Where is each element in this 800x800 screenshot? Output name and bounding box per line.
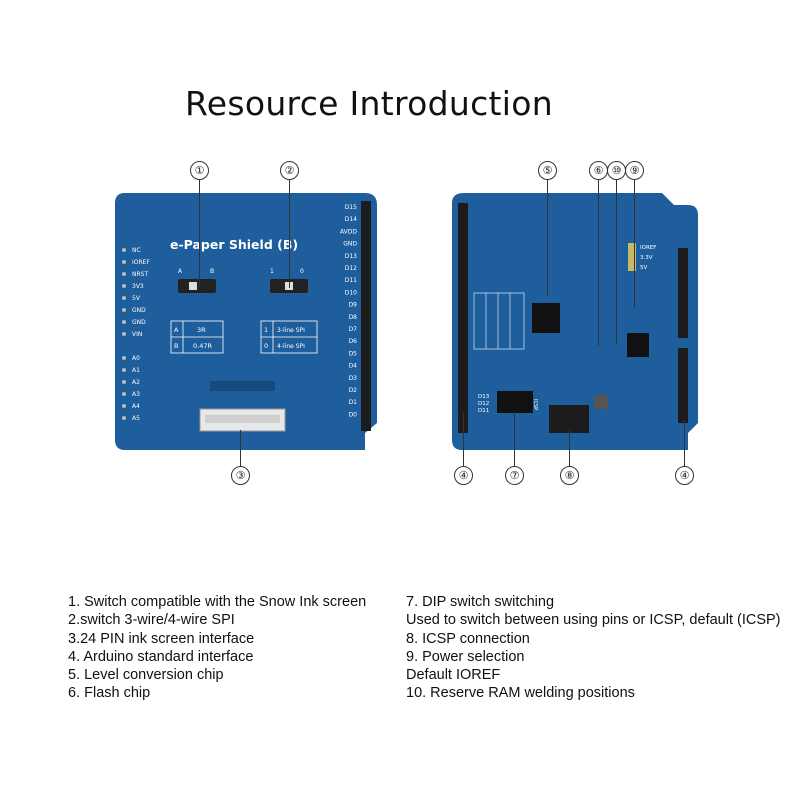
pin-label: D12	[345, 265, 357, 272]
pin-label: D7	[349, 326, 358, 333]
descriptions-left: 1. Switch compatible with the Snow Ink s…	[68, 593, 366, 703]
pin-label: IOREF	[132, 259, 150, 266]
table2-cell: 4-line SPI	[277, 343, 305, 350]
pin-hole	[122, 356, 126, 360]
board-name: e-Paper Shield (B)	[170, 237, 298, 252]
pin-label: D0	[349, 411, 358, 418]
pin-hole	[122, 308, 126, 312]
pin-label: AVDD	[340, 228, 357, 235]
back-board-image: IOREF 3.3V 5V D13 D12 D11 ICSP	[452, 193, 698, 450]
pin-label: D1	[349, 399, 358, 406]
desc-item: 9. Power selection	[406, 648, 525, 665]
dip-label-d13: D13	[478, 394, 490, 400]
page-title: Resource Introduction	[185, 84, 553, 123]
desc-item: 7. DIP switch switching	[406, 594, 555, 610]
pin-label: A2	[132, 379, 140, 386]
table2-cell: 1	[264, 326, 268, 334]
switch2-label-0: 0	[300, 268, 304, 275]
pin-label: D5	[349, 350, 358, 357]
pin-hole	[122, 416, 126, 420]
pin-label: A1	[132, 367, 140, 374]
callout-7: ⑦	[505, 466, 524, 485]
table1-cell: A	[174, 326, 179, 334]
desc-item: 4. Arduino standard interface	[68, 648, 254, 665]
pin-label: 5V	[132, 295, 141, 302]
pin-label: GND	[132, 307, 146, 314]
pin-label: D6	[349, 338, 358, 345]
pin-hole	[122, 368, 126, 372]
table1-cell: 0.47R	[193, 342, 212, 350]
power-label-ioref: IOREF	[640, 245, 656, 251]
callout-6: ⑥	[589, 161, 608, 180]
table1-cell: B	[174, 342, 178, 350]
pin-label: D10	[345, 289, 357, 296]
dip-label-d12: D12	[478, 401, 489, 407]
switch1-label-b: B	[210, 268, 214, 275]
desc-item: 5. Level conversion chip	[68, 667, 224, 684]
pin-label: D15	[345, 204, 357, 211]
desc-item: Default IOREF	[406, 667, 501, 684]
callout-3: ③	[231, 466, 250, 485]
callout-1: ①	[190, 161, 209, 180]
pin-hole	[122, 380, 126, 384]
pin-hole	[122, 296, 126, 300]
pin-hole	[122, 284, 126, 288]
pin-label: NRST	[132, 271, 148, 278]
pin-hole	[122, 332, 126, 336]
switch2-label-1: 1	[270, 268, 274, 275]
pin-hole	[122, 260, 126, 264]
power-label-5v: 5V	[640, 265, 647, 271]
pin-hole	[122, 272, 126, 276]
callout-2: ②	[280, 161, 299, 180]
power-label-3v3: 3.3V	[640, 255, 653, 261]
desc-item: 2.switch 3-wire/4-wire SPI	[68, 612, 235, 629]
desc-item: 10. Reserve RAM welding positions	[406, 685, 635, 702]
icsp-header	[549, 405, 589, 433]
descriptions-right: 7. DIP switch switching Used to switch b…	[406, 593, 781, 703]
dip-label-d11: D11	[478, 408, 489, 414]
dip-switch	[497, 391, 533, 413]
callout-8: ⑧	[560, 466, 579, 485]
pin-label: GND	[343, 241, 357, 248]
pin-label: VIN	[132, 331, 142, 338]
pin-hole	[122, 404, 126, 408]
pin-hole	[122, 320, 126, 324]
pin-hole	[122, 392, 126, 396]
callout-5: ⑤	[538, 161, 557, 180]
pin-label: D11	[345, 277, 357, 284]
desc-item: 1. Switch compatible with the Snow Ink s…	[68, 594, 367, 610]
pin-label: A4	[132, 403, 140, 410]
callout-10: ⑩	[607, 161, 626, 180]
pin-label: D3	[349, 375, 358, 382]
icsp-label: ICSP	[532, 399, 538, 410]
pin-label: 3V3	[132, 283, 144, 290]
desc-item: Used to switch between using pins or ICS…	[406, 612, 781, 629]
pin-label: D8	[349, 314, 358, 321]
table2-cell: 0	[264, 342, 268, 350]
desc-item: 6. Flash chip	[68, 685, 151, 702]
callout-4-right: ④	[675, 466, 694, 485]
desc-item: 3.24 PIN ink screen interface	[68, 630, 255, 647]
pin-label: A3	[132, 391, 140, 398]
front-board-image: D15D14AVDDGNDD13D12D11D10D9D8D7D6D5D4D3D…	[115, 193, 377, 450]
pin-label: A5	[132, 415, 140, 422]
pin-label: GND	[132, 319, 146, 326]
pin-label: D14	[345, 216, 357, 223]
flash-chip	[627, 333, 649, 357]
pin-hole	[122, 248, 126, 252]
level-conversion-chip	[532, 303, 560, 333]
switch1-label-a: A	[178, 268, 183, 275]
pin-label: D13	[345, 253, 357, 260]
callout-4-left: ④	[454, 466, 473, 485]
table2-cell: 3-line SPI	[277, 327, 305, 334]
table1-cell: 3R	[197, 326, 206, 334]
callout-9: ⑨	[625, 161, 644, 180]
pin-label: A0	[132, 355, 140, 362]
desc-item: 8. ICSP connection	[406, 630, 530, 647]
pin-label: NC	[132, 247, 141, 254]
pin-label: D9	[349, 302, 358, 309]
pin-label: D2	[349, 387, 358, 394]
pin-label: D4	[349, 363, 358, 370]
